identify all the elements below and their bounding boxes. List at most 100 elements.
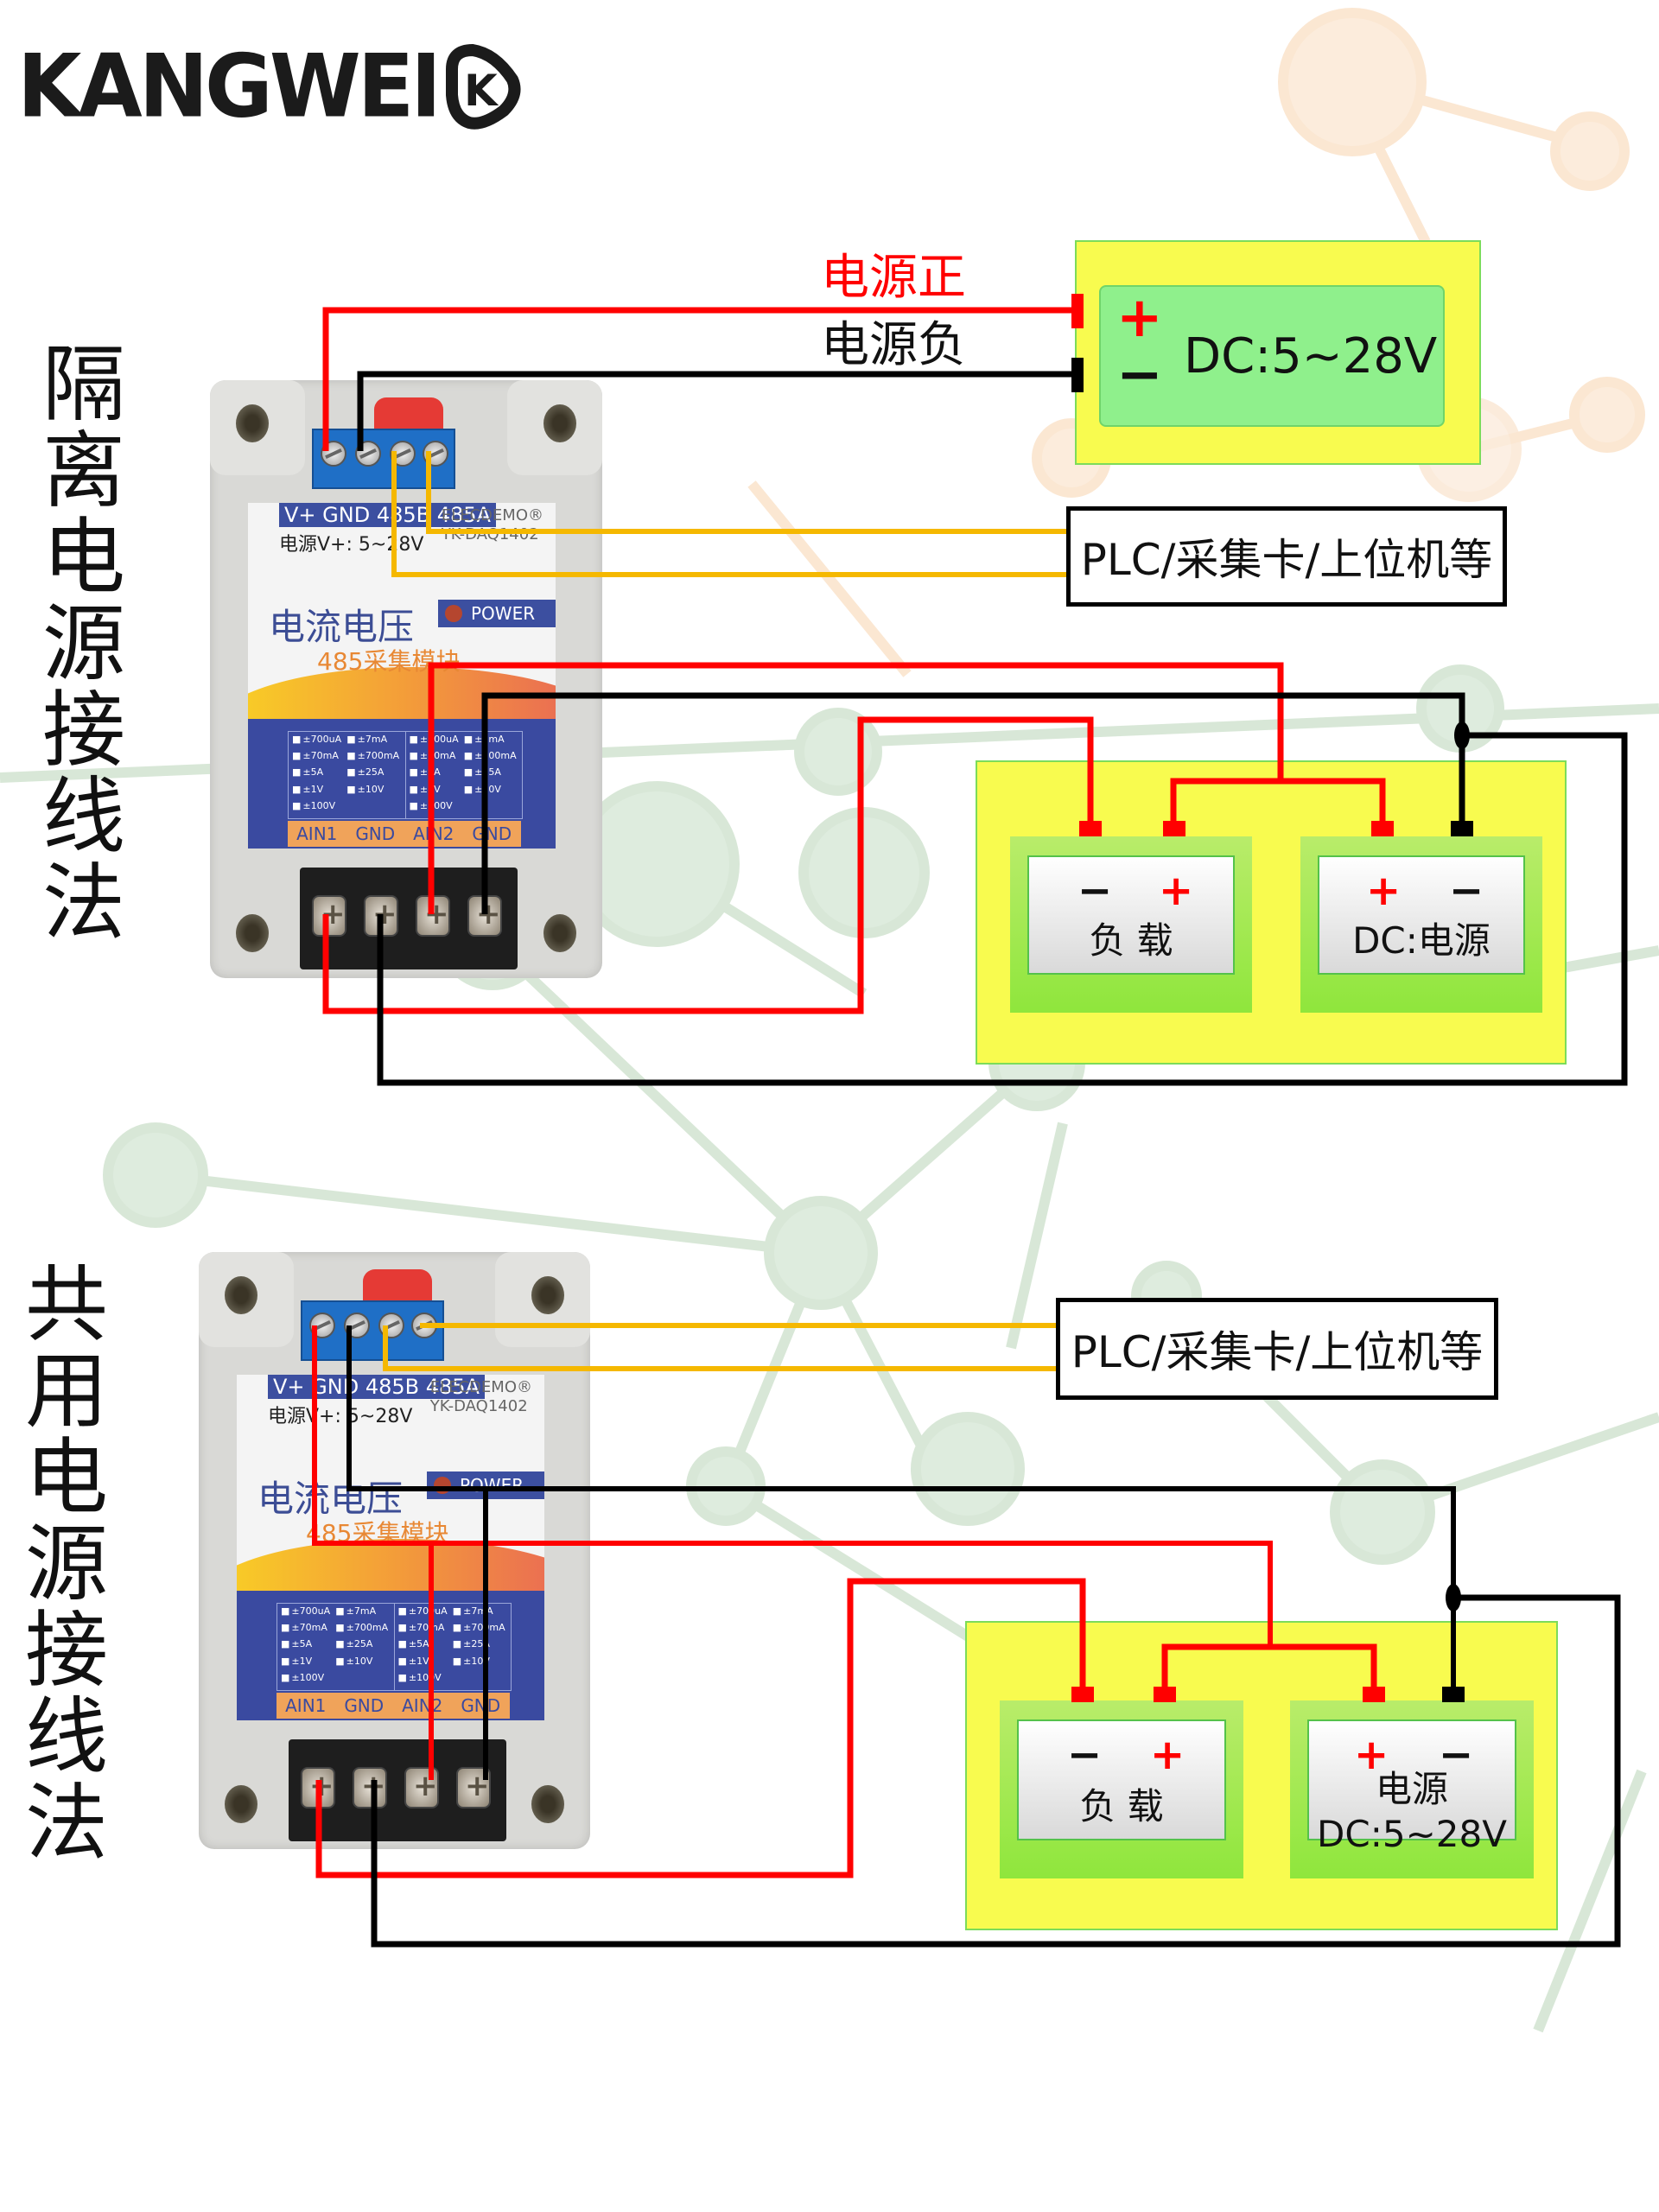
range-option: ±1V <box>292 784 346 800</box>
supply-panel: + − DC:5~28V <box>1075 240 1481 465</box>
range-option: ±7mA <box>464 734 518 750</box>
range-option: ±5A <box>410 766 464 783</box>
power-device: + − 电源 DC:5~28V <box>1290 1700 1534 1878</box>
range-option: ±1V <box>410 784 464 800</box>
power-led <box>434 1477 451 1494</box>
pin-label: AIN2 <box>413 823 454 844</box>
range-option: ±100V <box>410 800 464 817</box>
screw <box>321 441 346 467</box>
range-option: ±70mA <box>292 750 346 766</box>
logo-text: KANGWEI <box>17 35 442 137</box>
title-char: 用 <box>25 1343 108 1440</box>
mount-hole <box>543 404 576 442</box>
bottom-terminal-block <box>289 1739 506 1841</box>
screw <box>411 1313 437 1338</box>
host-box: PLC/采集卡/上位机等 <box>1056 1298 1498 1400</box>
acquisition-module: V+ GND 485B 485A 电源V+: 5~28V ELECDEMO®YK… <box>210 380 602 978</box>
power-indicator: POWER <box>438 600 556 627</box>
range-option: ±25A <box>346 766 401 783</box>
screw <box>344 1313 370 1338</box>
range-option: ±25A <box>453 1638 507 1655</box>
title-char: 线 <box>42 768 125 865</box>
model-number: YK-DAQ1402 <box>441 525 539 543</box>
title-char: 电 <box>25 1429 108 1526</box>
range-option: ±700uA <box>410 734 464 750</box>
screw <box>390 441 416 467</box>
range-option: ±70mA <box>281 1622 335 1638</box>
din-clip <box>374 397 443 432</box>
mount-hole <box>236 914 269 952</box>
range-table: ±700uA±7mA±70mA±700mA±5A±25A±1V±10V±100V… <box>276 1603 512 1691</box>
screw <box>416 895 450 937</box>
module-title: 电流电压 <box>269 606 415 648</box>
title-char: 线 <box>25 1688 108 1785</box>
device-name: DC:电源 <box>1352 919 1491 962</box>
mount-hole <box>225 1276 257 1314</box>
pin-label: GND <box>472 823 512 844</box>
plus-sign: + <box>1150 1731 1185 1779</box>
logo-mark-letter: K <box>464 66 499 116</box>
mount-hole <box>531 1785 564 1823</box>
power-device: + − DC:电源 <box>1300 836 1542 1013</box>
plus-sign: + <box>1159 867 1194 915</box>
screw <box>353 1767 387 1808</box>
section-title-shared: 共 用 电 源 接 线 法 <box>19 1262 114 1866</box>
minus-sign: − <box>1116 343 1163 407</box>
range-option: ±700mA <box>346 750 401 766</box>
logo-mark-icon: K <box>446 43 521 130</box>
pin-label: GND <box>461 1695 501 1716</box>
range-option: ±7mA <box>346 734 401 750</box>
title-char: 隔 <box>42 336 125 433</box>
plus-sign: + <box>1366 867 1402 915</box>
range-option: ±10V <box>346 784 401 800</box>
device-voltage: DC:5~28V <box>1317 1813 1507 1855</box>
range-option: ±70mA <box>410 750 464 766</box>
top-terminal-block <box>312 429 455 489</box>
range-option: ±25A <box>335 1638 390 1655</box>
module-label: V+ GND 485B 485A 电源V+: 5~28V ELECDEMO®YK… <box>248 503 556 849</box>
title-char: 接 <box>25 1602 108 1699</box>
device-name: 电源 <box>1375 1768 1448 1810</box>
title-char: 法 <box>42 855 125 951</box>
power-indicator: POWER <box>427 1471 544 1499</box>
minus-sign: − <box>1449 867 1484 915</box>
model-number: YK-DAQ1402 <box>429 1397 528 1415</box>
range-option: ±7mA <box>453 1605 507 1622</box>
screw <box>456 1767 491 1808</box>
mount-hole <box>225 1785 257 1823</box>
range-option: ±100V <box>281 1672 335 1688</box>
supply-range: 电源V+: 5~28V <box>268 1406 413 1427</box>
brand-name: ELECDEMO® <box>429 1378 532 1396</box>
range-option: ±10V <box>335 1656 390 1672</box>
plus-sign: + <box>1116 286 1163 350</box>
pin-label: AIN1 <box>296 823 338 844</box>
title-char: 源 <box>25 1516 108 1612</box>
minus-sign: − <box>1077 867 1113 915</box>
supply-range: 电源V+: 5~28V <box>279 534 424 556</box>
top-terminal-block <box>301 1300 444 1361</box>
module-subtitle: 485采集模块 <box>317 647 461 676</box>
supply-unit: + − DC:5~28V <box>1099 285 1445 427</box>
power-label: POWER <box>471 603 536 624</box>
section-title-isolated: 隔 离 电 源 接 线 法 <box>36 341 131 946</box>
range-option: ±10V <box>453 1656 507 1672</box>
power-label: POWER <box>460 1475 524 1496</box>
screw <box>467 895 502 937</box>
range-option: ±100V <box>292 800 346 817</box>
load-device: − + 负 载 <box>1000 1700 1243 1878</box>
screw <box>404 1767 439 1808</box>
range-option: ±25A <box>464 766 518 783</box>
power-led <box>445 605 462 622</box>
device-name: 负 载 <box>1079 1785 1164 1827</box>
pin-label: AIN2 <box>402 1695 443 1716</box>
pin-label: GND <box>355 823 396 844</box>
bottom-pin-labels: AIN1 GND AIN2 GND <box>276 1693 510 1719</box>
load-panel: − + 负 载 + − 电源 DC:5~28V <box>965 1621 1558 1930</box>
range-option: ±700mA <box>464 750 518 766</box>
range-option: ±700uA <box>281 1605 335 1622</box>
range-option: ±1V <box>281 1656 335 1672</box>
range-option: ±10V <box>464 784 518 800</box>
mount-hole <box>236 404 269 442</box>
range-option: ±5A <box>281 1638 335 1655</box>
